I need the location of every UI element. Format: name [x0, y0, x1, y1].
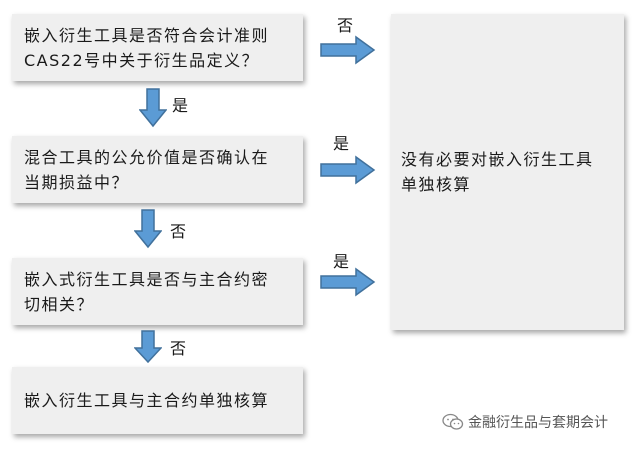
label-q1-no: 否 [337, 16, 354, 35]
question-2-text: 混合工具的公允价值是否确认在 当期损益中？ [24, 147, 270, 192]
question-1-text: 嵌入衍生工具是否符合会计准则 CAS22号中关于衍生品定义？ [24, 25, 270, 70]
result-separate-box: 嵌入衍生工具与主合约单独核算 [12, 367, 303, 434]
arrow-down-1 [139, 88, 167, 128]
question-3-text: 嵌入式衍生工具是否与主合约密 切相关？ [24, 269, 270, 314]
label-q1-yes: 是 [172, 96, 189, 115]
result-no-separate-text: 没有必要对嵌入衍生工具 单独核算 [401, 150, 594, 194]
result-separate-text: 嵌入衍生工具与主合约单独核算 [24, 391, 270, 410]
arrow-down-3 [134, 330, 162, 364]
arrow-right-2 [320, 155, 376, 185]
label-q3-yes: 是 [333, 252, 350, 271]
watermark-text: 金融衍生品与套期会计 [468, 415, 608, 431]
question-box-3: 嵌入式衍生工具是否与主合约密 切相关？ [12, 258, 303, 325]
watermark: 金融衍生品与套期会计 [442, 411, 608, 433]
label-q2-yes: 是 [333, 134, 350, 153]
result-no-separate-box: 没有必要对嵌入衍生工具 单独核算 [391, 14, 624, 330]
arrow-right-3 [320, 267, 376, 297]
arrow-down-2 [134, 209, 162, 249]
wechat-icon [442, 413, 464, 430]
label-q3-no: 否 [170, 339, 187, 358]
question-box-2: 混合工具的公允价值是否确认在 当期损益中？ [12, 136, 303, 203]
arrow-right-1 [320, 35, 376, 65]
question-box-1: 嵌入衍生工具是否符合会计准则 CAS22号中关于衍生品定义？ [12, 14, 303, 81]
label-q2-no: 否 [170, 222, 187, 241]
